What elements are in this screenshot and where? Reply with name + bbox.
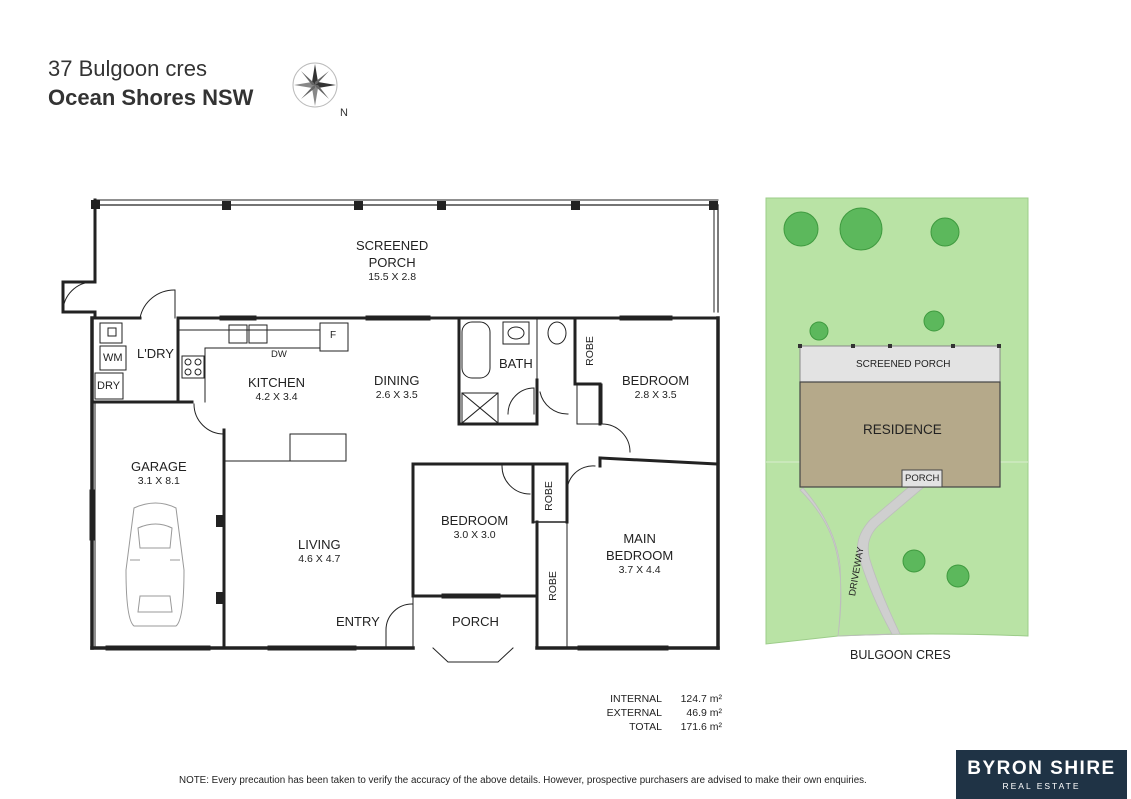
site-street-name: BULGOON CRES [850,648,951,662]
car-icon [125,502,185,627]
agency-subtitle: REAL ESTATE [1002,781,1081,791]
tree-icon [783,207,970,588]
disclaimer-note: NOTE: Every precaution has been taken to… [179,775,867,786]
compass-icon: N [292,62,348,119]
site-residence: RESIDENCE [863,422,942,437]
agency-logo: BYRON SHIRE REAL ESTATE [956,750,1127,799]
room-screened-porch: SCREENED PORCH 15.5 X 2.8 [356,238,429,283]
agency-name: BYRON SHIRE [967,758,1116,779]
dryer-label: DRY [97,380,121,392]
dishwasher-label: DW [271,349,287,360]
address-suburb: Ocean Shores NSW [48,85,254,110]
washing-machine-label: WM [103,352,123,364]
fridge-label: F [330,330,337,341]
address-street: 37 Bulgoon cres [48,56,207,81]
site-screened-porch: SCREENED PORCH [856,359,951,370]
room-porch: PORCH [452,614,499,629]
site-porch: PORCH [905,473,940,484]
room-bath: BATH [499,356,533,371]
svg-text:N: N [340,107,348,119]
room-entry: ENTRY [336,614,380,629]
room-laundry: L'DRY [137,346,174,361]
room-main-bedroom: MAIN BEDROOM 3.7 X 4.4 [606,531,674,576]
